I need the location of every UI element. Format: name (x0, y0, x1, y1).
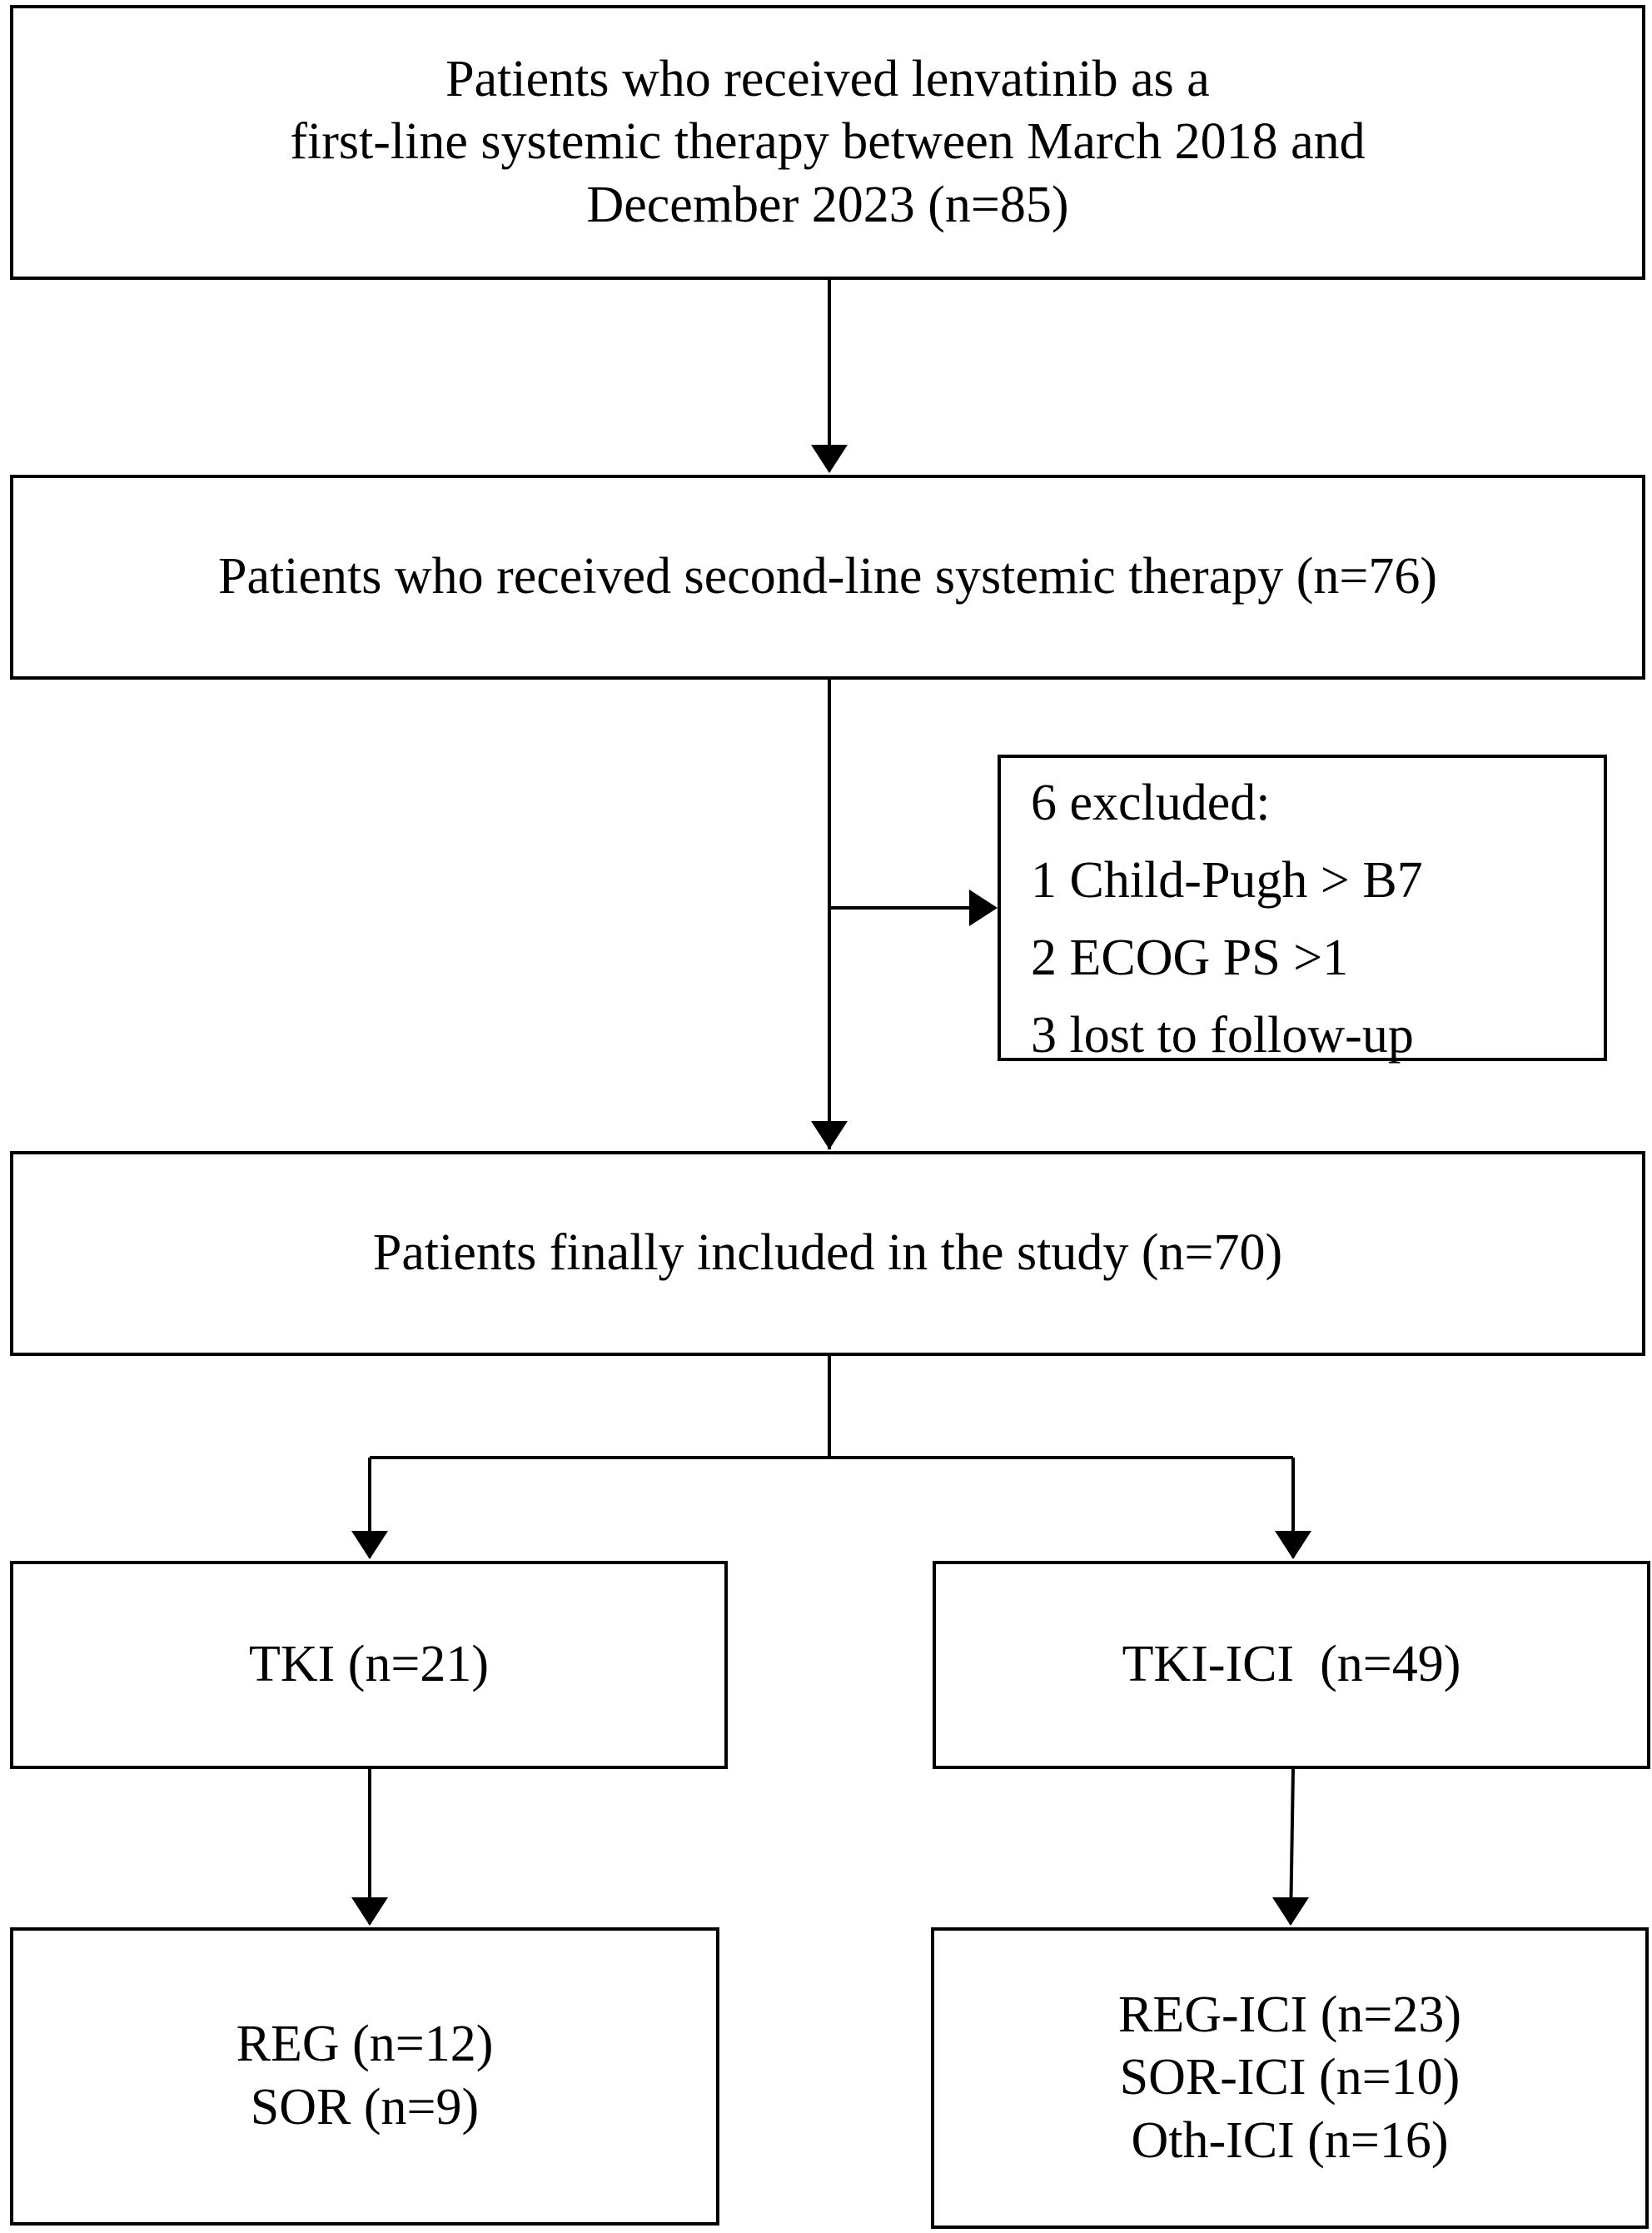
box-second-line-text: Patients who received second-line system… (218, 548, 1437, 606)
box-tki: TKI (n=21) (10, 1561, 728, 1769)
box-tki-text: TKI (n=21) (248, 1636, 490, 1693)
box-excluded-line-2: 1 Child-Pugh > B7 (1031, 852, 1423, 909)
box-enrolled-line-3: December 2023 (n=85) (586, 176, 1069, 233)
box-excluded-line-1: 6 excluded: (1031, 775, 1271, 831)
box-tki-ici: TKI-ICI (n=49) (933, 1561, 1650, 1769)
box-excluded-line-4: 3 lost to follow-up (1031, 1007, 1414, 1064)
box-enrolled-text: Patients who received lenvatinib as a fi… (290, 48, 1365, 237)
box-tki-subgroups: REG (n=12) SOR (n=9) (10, 1927, 719, 2226)
box-enrolled-line-2: first-line systemic therapy between Marc… (290, 113, 1366, 171)
box-excluded: 6 excluded: 1 Child-Pugh > B7 2 ECOG PS … (998, 755, 1607, 1064)
box-included-text: Patients finally included in the study (… (372, 1224, 1283, 1282)
box-included: Patients finally included in the study (… (10, 1151, 1645, 1356)
box-tki-ici-subgroups-line-2: SOR-ICI (n=10) (1119, 2049, 1460, 2106)
box-tki-subgroups-line-1: REG (n=12) (236, 2016, 494, 2073)
box-second-line: Patients who received second-line system… (10, 475, 1645, 680)
box-tki-subgroups-line-2: SOR (n=9) (250, 2079, 480, 2136)
box-tki-ici-subgroups-line-1: REG-ICI (n=23) (1117, 1986, 1462, 2043)
box-enrolled-line-1: Patients who received lenvatinib as a (445, 50, 1210, 107)
box-enrolled: Patients who received lenvatinib as a fi… (10, 5, 1645, 280)
box-tki-ici-subgroups-text: REG-ICI (n=23) SOR-ICI (n=10) Oth-ICI (n… (1118, 1984, 1461, 2173)
box-tki-ici-subgroups: REG-ICI (n=23) SOR-ICI (n=10) Oth-ICI (n… (931, 1927, 1649, 2229)
box-tki-ici-text: TKI-ICI (n=49) (1122, 1636, 1461, 1693)
box-tki-subgroups-text: REG (n=12) SOR (n=9) (236, 2013, 494, 2139)
box-excluded-text: 6 excluded: 1 Child-Pugh > B7 2 ECOG PS … (1031, 765, 1423, 1074)
box-excluded-line-3: 2 ECOG PS >1 (1031, 930, 1349, 986)
box-tki-ici-subgroups-line-3: Oth-ICI (n=16) (1131, 2111, 1449, 2169)
